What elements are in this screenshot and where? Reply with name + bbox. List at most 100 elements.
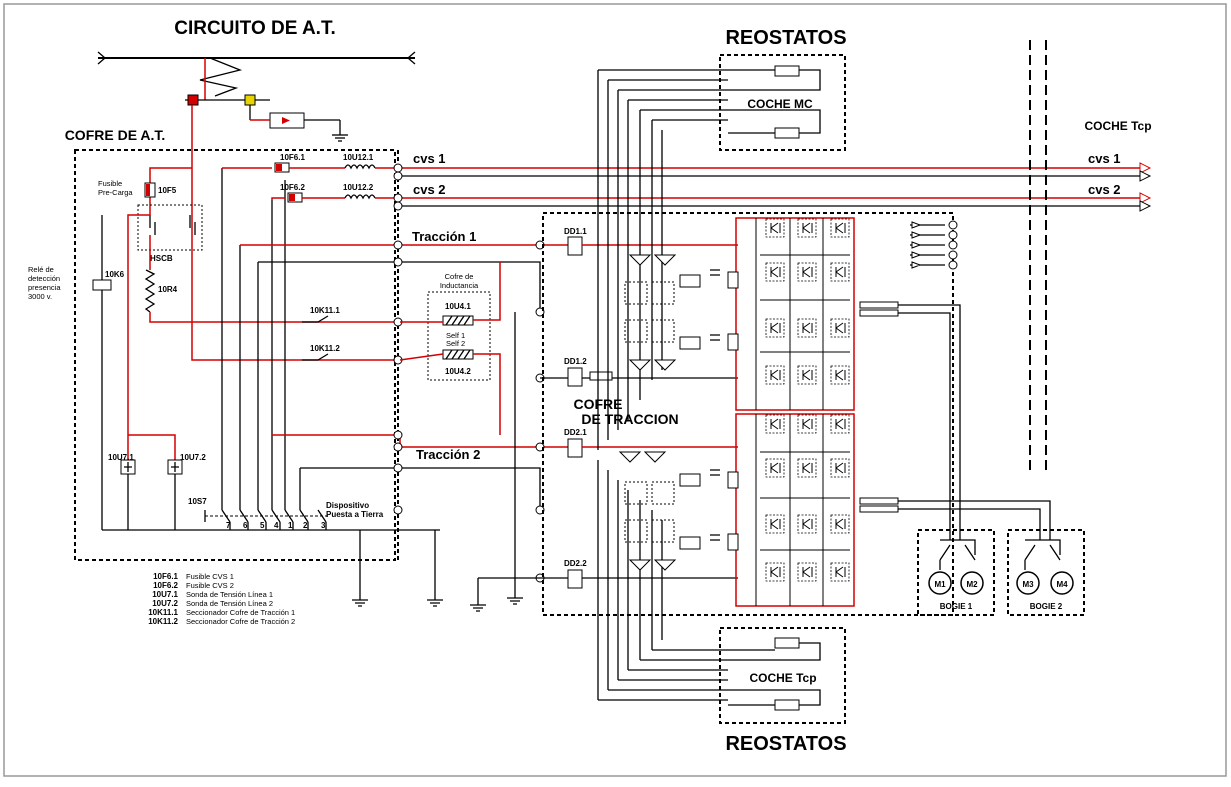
label-rele-4: 3000 v. <box>28 292 52 301</box>
label-coche-mc: COCHE MC <box>747 97 813 111</box>
label-cvs1: cvs 1 <box>413 151 446 166</box>
title-reostatos-top: REOSTATOS <box>725 27 846 49</box>
label-10u121: 10U12.1 <box>343 153 374 162</box>
label-m1: M1 <box>934 580 946 589</box>
igbt-cell-icon <box>765 458 785 478</box>
cofre-inductancia-box <box>427 291 491 381</box>
label-10k6: 10K6 <box>105 270 125 279</box>
label-self1: Self 1 <box>446 331 465 340</box>
resistor-10r4-icon <box>144 269 156 313</box>
probe-10u72-icon <box>167 459 183 475</box>
label-m3: M3 <box>1022 580 1034 589</box>
output-connectors <box>859 220 1051 540</box>
hv-feed-main <box>191 105 400 361</box>
igbt-cell-icon <box>797 262 817 282</box>
igbt-cell-icon <box>765 562 785 582</box>
label-10s7: 10S7 <box>188 497 207 506</box>
label-cofre-traccion-2: DE TRACCION <box>581 411 678 427</box>
legend-code: 10F6.2 <box>153 581 178 590</box>
label-fusible-2: Pre-Carga <box>98 188 133 197</box>
legend-text: Fusible CVS 1 <box>186 572 234 581</box>
divider-nodes <box>393 163 545 583</box>
outer-frame <box>3 3 1227 777</box>
hscb-box <box>137 204 203 251</box>
label-hscb: HSCB <box>150 254 173 263</box>
motor-m4-icon <box>1050 571 1074 595</box>
igbt-cell-icon <box>797 458 817 478</box>
label-traccion2: Tracción 2 <box>416 447 480 462</box>
label-10u41: 10U4.1 <box>445 302 471 311</box>
switch-10k112-icon[interactable] <box>302 353 329 361</box>
cofre-traccion-box <box>542 212 954 616</box>
igbt-grid <box>755 218 850 606</box>
cvs1-bus <box>222 162 1152 182</box>
igbt-cell-icon <box>830 414 850 434</box>
legend: 10F6.1 Fusible CVS 1 10F6.2 Fusible CVS … <box>148 572 295 626</box>
label-m2: M2 <box>966 580 978 589</box>
igbt-bus-line <box>755 218 824 410</box>
igbt-cell-icon <box>765 318 785 338</box>
igbt-cell-icon <box>830 218 850 238</box>
switch-number: 4 <box>274 521 279 530</box>
label-fusible-1: Fusible <box>98 179 122 188</box>
legend-item: 10K11.1 Seccionador Cofre de Tracción 1 <box>148 608 295 617</box>
label-10f62: 10F6.2 <box>280 183 305 192</box>
motor-m1-icon <box>928 571 952 595</box>
igbt-cell-icon <box>830 514 850 534</box>
pantograph <box>97 51 416 142</box>
traccion2-bus <box>272 434 568 448</box>
legend-code: 10K11.1 <box>148 608 178 617</box>
igbt-cell-icon <box>797 514 817 534</box>
label-rele-2: detección <box>28 274 60 283</box>
legend-item: 10F6.1 Fusible CVS 1 <box>153 572 234 581</box>
switch-number: 7 <box>226 521 231 530</box>
igbt-cell-icon <box>765 365 785 385</box>
label-cofre-inductancia-1: Cofre de <box>445 272 474 281</box>
label-10u72: 10U7.2 <box>180 453 206 462</box>
probe-10u71-icon <box>120 459 136 475</box>
switch-number: 6 <box>243 521 248 530</box>
legend-code: 10U7.1 <box>152 590 178 599</box>
legend-code: 10F6.1 <box>153 572 178 581</box>
label-m4: M4 <box>1056 580 1068 589</box>
label-cvs1-right: cvs 1 <box>1088 151 1121 166</box>
igbt-cell-icon <box>765 262 785 282</box>
igbt-cell-icon <box>830 318 850 338</box>
switch-number: 2 <box>303 521 308 530</box>
igbt-bus-line <box>760 451 850 551</box>
label-dd11: DD1.1 <box>564 227 587 236</box>
breaker-dd12 <box>567 367 613 387</box>
switch-10k111-icon[interactable] <box>302 315 329 323</box>
motor-m2-icon <box>960 571 984 595</box>
label-cvs2-right: cvs 2 <box>1088 182 1121 197</box>
cvs2-bus <box>271 192 1152 212</box>
label-10k112: 10K11.2 <box>310 344 340 353</box>
grounding-switch-10s7[interactable] <box>204 509 330 530</box>
igbt-cell-icon <box>765 514 785 534</box>
igbt-cell-icon <box>765 218 785 238</box>
label-dispositivo-2: Puesta a Tierra <box>326 510 384 519</box>
label-traccion1: Tracción 1 <box>412 229 476 244</box>
legend-item: 10U7.2 Sonda de Tensión Línea 2 <box>152 599 273 608</box>
legend-text: Seccionador Cofre de Tracción 2 <box>186 617 295 626</box>
label-cvs2: cvs 2 <box>413 182 446 197</box>
label-dispositivo-1: Dispositivo <box>326 501 369 510</box>
label-10f5: 10F5 <box>158 186 177 195</box>
legend-text: Sonda de Tensión Línea 1 <box>186 590 273 599</box>
title-reostatos-bottom: REOSTATOS <box>725 733 846 755</box>
igbt-cell-icon <box>830 365 850 385</box>
bogie-2 <box>1007 529 1085 616</box>
label-bogie1: BOGIE 1 <box>940 602 973 611</box>
inverter-module-1 <box>597 69 855 450</box>
label-10u122: 10U12.2 <box>343 183 374 192</box>
igbt-cell-icon <box>797 218 817 238</box>
label-cofre-inductancia-2: Inductancia <box>440 281 479 290</box>
igbt-bus-line <box>755 414 824 606</box>
breaker-dd22 <box>567 569 583 589</box>
title-cofre-at: COFRE DE A.T. <box>65 127 166 143</box>
label-self2: Self 2 <box>446 339 465 348</box>
title-coche-tcp-right: COCHE Tcp <box>1084 119 1151 133</box>
breaker-dd21 <box>567 438 583 458</box>
